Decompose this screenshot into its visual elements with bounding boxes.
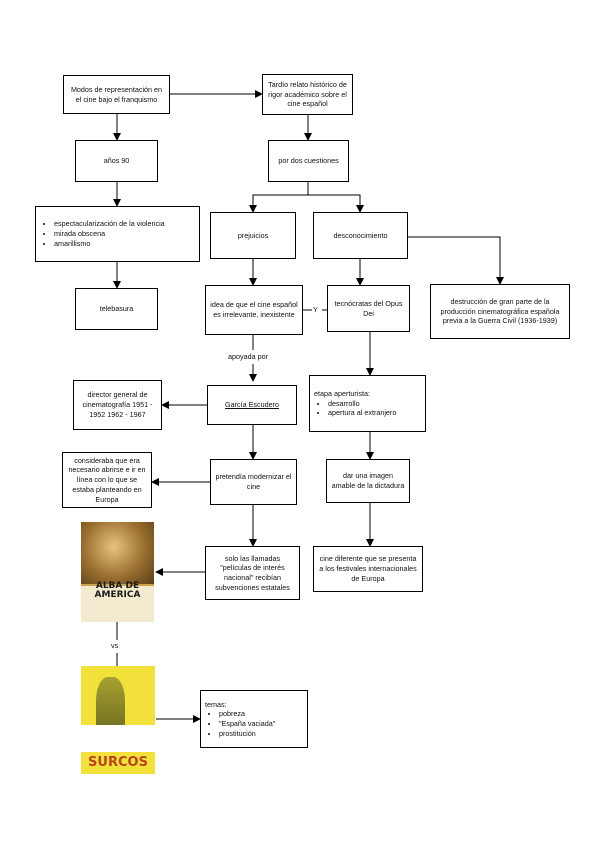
poster-alba-de-america: ALBA DE AMERICA <box>81 522 154 622</box>
node-solo-peliculas-interes: solo las llamadas "películas de interés … <box>205 546 300 600</box>
poster-surcos: SURCOS <box>81 666 155 774</box>
node-temas: temas: pobreza "España vaciada" prostitu… <box>200 690 308 748</box>
node-text: García Escudero <box>225 400 279 410</box>
node-text: director general de cinematografía 1951 … <box>82 390 153 419</box>
list-item: mirada obscena <box>54 229 165 239</box>
node-espectacularizacion-list: espectacularización de la violencia mira… <box>35 206 200 262</box>
node-tecnocratas: tecnócratas del Opus Dei <box>327 285 410 332</box>
bullet-list: espectacularización de la violencia mira… <box>40 219 165 248</box>
node-cine-diferente: cine diferente que se presenta a los fes… <box>313 546 423 592</box>
poster-lower-panel <box>81 586 154 622</box>
connector-label-vs: vs <box>111 641 119 650</box>
poster-title: SURCOS <box>88 754 148 770</box>
node-title: temas: <box>205 699 227 709</box>
bullet-list: pobreza "España vaciada" prostitución <box>205 709 275 738</box>
node-text: dar una imagen amable de la dictadura <box>331 471 405 490</box>
list-item: amarillismo <box>54 239 165 249</box>
node-etapa-aperturista: etapa aperturista: desarrollo apertura a… <box>309 375 426 432</box>
list-item: apertura al extranjero <box>328 408 396 418</box>
node-text: Modos de representación en el cine bajo … <box>70 84 163 104</box>
list-item: prostitución <box>219 729 275 739</box>
node-desconocimiento: desconocimiento <box>313 212 408 259</box>
node-pretendia-modernizar: pretendía modernizar el cine <box>210 459 297 505</box>
node-telebasura: telebasura <box>75 288 158 330</box>
node-idea-irrelevante: idea de que el cine español es irrelevan… <box>205 285 303 335</box>
node-text: por dos cuestiones <box>278 156 339 166</box>
node-text: prejuicios <box>237 230 269 240</box>
node-text: años 90 <box>103 156 130 166</box>
node-destruccion-produccion: destrucción de gran parte de la producci… <box>430 284 570 339</box>
poster-crowd-panel <box>81 725 155 753</box>
node-text: telebasura <box>99 304 134 314</box>
node-text: destrucción de gran parte de la producci… <box>440 296 560 326</box>
bullet-list: desarrollo apertura al extranjero <box>314 399 396 418</box>
node-text: pretendía modernizar el cine <box>215 472 292 491</box>
node-text: idea de que el cine español es irrelevan… <box>210 300 298 319</box>
node-consideraba: consideraba que era necesario abrirse e … <box>62 452 152 508</box>
node-director-general: director general de cinematografía 1951 … <box>73 380 162 430</box>
list-item: "España vaciada" <box>219 719 275 729</box>
node-prejuicios: prejuicios <box>210 212 296 259</box>
connector-label-apoyada: apoyada por <box>228 352 268 361</box>
node-text: tecnócratas del Opus Dei <box>334 298 403 318</box>
node-text: desconocimiento <box>333 230 388 240</box>
node-text: cine diferente que se presenta a los fes… <box>319 554 417 583</box>
node-text: solo las llamadas "películas de interés … <box>215 553 290 592</box>
node-text: Tardío relato histórico de rigor académi… <box>268 79 347 109</box>
connector-label-y: Y <box>313 305 318 314</box>
list-item: pobreza <box>219 709 275 719</box>
node-text: consideraba que era necesario abrirse e … <box>68 455 146 504</box>
node-garcia-escudero: García Escudero <box>207 385 297 425</box>
node-tardio-relato: Tardío relato histórico de rigor académi… <box>262 74 353 115</box>
node-por-dos-cuestiones: por dos cuestiones <box>268 140 349 182</box>
poster-title: ALBA DE AMERICA <box>94 581 141 600</box>
node-anos-90: años 90 <box>75 140 158 182</box>
node-title: etapa aperturista: <box>314 388 370 398</box>
list-item: espectacularización de la violencia <box>54 219 165 229</box>
node-modos-representacion: Modos de representación en el cine bajo … <box>63 75 170 114</box>
poster-figure-image <box>81 522 154 584</box>
list-item: desarrollo <box>328 399 396 409</box>
node-dar-imagen: dar una imagen amable de la dictadura <box>326 459 410 503</box>
